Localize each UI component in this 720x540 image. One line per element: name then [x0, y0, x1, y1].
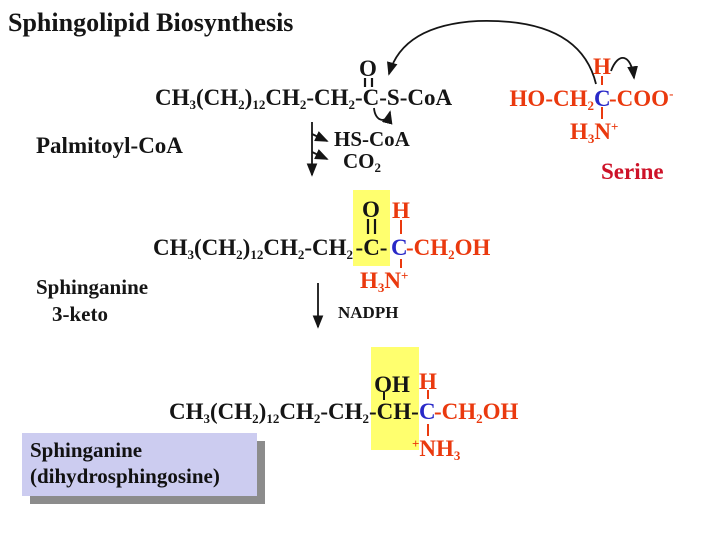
- formula-part: -: [669, 86, 674, 101]
- formula-part: -CH: [406, 235, 449, 260]
- formula-part: -COO: [609, 86, 670, 111]
- formula-part: -CH-: [369, 399, 419, 424]
- label-palmitoyl-coa: Palmitoyl-CoA: [36, 133, 183, 158]
- formula-part: +: [412, 436, 420, 451]
- label-nadph: NADPH: [338, 303, 399, 322]
- formula-part: -CH: [434, 399, 477, 424]
- arrow-serine-to-palmitoyl: [387, 20, 597, 85]
- formula-part: 2: [362, 411, 370, 426]
- label-sphinganine-3keto-line2: 3-keto: [52, 302, 108, 326]
- group-oh-bottom: OH: [374, 372, 410, 397]
- formula-part: 2: [299, 97, 307, 112]
- atom-h-mid: H: [392, 198, 410, 223]
- formula-part: 2: [587, 98, 595, 113]
- formula-dihydro-chain: CH3(CH2)12CH2-CH2: [168, 399, 370, 426]
- formula-part: 2: [374, 160, 382, 175]
- atom-h-bottom: H: [419, 369, 437, 394]
- formula-part: 2: [313, 411, 321, 426]
- formula-part: 2: [297, 247, 305, 262]
- formula-part: OH: [482, 399, 519, 424]
- formula-part: 2: [236, 247, 243, 262]
- formula-dihydro-ch: -CH-: [369, 399, 419, 424]
- formula-part: (CH: [195, 85, 239, 110]
- formula-part: CH: [154, 85, 190, 110]
- formula-part: 2: [238, 97, 245, 112]
- formula-keto-chain: CH3(CH2)12CH2-CH2: [152, 235, 354, 262]
- branch-arrow-co2: [311, 149, 329, 160]
- formula-dihydro-alpha-carbon: C: [419, 399, 436, 424]
- formula-part: 2: [346, 247, 354, 262]
- formula-part: 12: [266, 411, 280, 426]
- formula-part: 2: [348, 97, 356, 112]
- group-nh3-bottom: +NH3: [412, 436, 461, 463]
- formula-keto-tail: -CH2OH: [406, 235, 491, 262]
- formula-palmitoyl-thioester: -C-S-CoA: [355, 85, 453, 110]
- label-hs-coa: HS-CoA: [334, 127, 410, 151]
- page-title: Sphingolipid Biosynthesis: [8, 8, 294, 37]
- formula-part: -CH: [320, 399, 363, 424]
- label-co2: CO2: [343, 150, 381, 175]
- formula-part: C: [594, 86, 611, 111]
- formula-part: C: [391, 235, 408, 260]
- formula-serine-alpha-carbon: C: [594, 86, 611, 111]
- formula-part: 12: [252, 97, 266, 112]
- formula-part: 2: [476, 411, 483, 426]
- formula-part: H: [360, 268, 378, 293]
- formula-part: HO-CH: [509, 86, 588, 111]
- formula-part: -C-: [355, 235, 388, 260]
- atom-h-serine: H: [593, 54, 611, 79]
- branch-arrow-hscoa: [311, 131, 329, 142]
- formula-part: CO: [343, 149, 375, 173]
- group-h3n-serine: H3N+: [570, 119, 619, 146]
- formula-part: +: [401, 268, 409, 283]
- label-serine: Serine: [601, 159, 664, 184]
- formula-keto-alpha-carbon: C: [391, 235, 408, 260]
- formula-part: ): [258, 399, 267, 424]
- formula-part: -CH: [304, 235, 347, 260]
- formula-part: -CH: [306, 85, 349, 110]
- formula-part: NH: [419, 436, 454, 461]
- atom-o-top: O: [359, 56, 377, 81]
- formula-dihydro-tail: -CH2OH: [434, 399, 519, 426]
- formula-part: 3: [203, 411, 210, 426]
- formula-part: CH: [279, 399, 314, 424]
- formula-part: OH: [454, 235, 491, 260]
- formula-part: (CH: [209, 399, 253, 424]
- product-box: Sphinganine (dihydrosphingosine): [22, 433, 257, 496]
- formula-part: 2: [448, 247, 455, 262]
- formula-serine-carboxyl: -COO-: [609, 86, 674, 111]
- formula-part: 2: [252, 411, 259, 426]
- formula-part: 3: [377, 280, 385, 295]
- formula-part: 12: [250, 247, 264, 262]
- formula-part: 3: [189, 97, 196, 112]
- formula-part: CH: [263, 235, 298, 260]
- formula-part: 3: [453, 448, 461, 463]
- formula-part: 3: [187, 247, 194, 262]
- label-sphinganine-3keto-line1: Sphinganine: [36, 275, 149, 299]
- product-name-line2: (dihydrosphingosine): [30, 464, 220, 488]
- formula-part: (CH: [193, 235, 237, 260]
- product-name-line1: Sphinganine: [30, 438, 143, 462]
- formula-part: N: [594, 119, 612, 144]
- highlight-keto-group: [353, 190, 390, 266]
- formula-serine-left: HO-CH2: [509, 86, 595, 113]
- formula-part: ): [244, 85, 253, 110]
- formula-part: N: [384, 268, 402, 293]
- formula-part: C: [419, 399, 436, 424]
- formula-part: CH: [152, 235, 188, 260]
- atom-o-mid: O: [362, 197, 380, 222]
- formula-palmitoyl-chain: CH3(CH2)12CH2-CH2: [154, 85, 356, 112]
- highlight-hydroxyl-group: [371, 347, 419, 450]
- formula-part: +: [611, 119, 619, 134]
- formula-part: 3: [587, 131, 595, 146]
- formula-part: CH: [168, 399, 204, 424]
- arrow-h-shift-serine: [610, 57, 638, 80]
- formula-part: -C-S-CoA: [355, 85, 453, 110]
- formula-keto-carbonyl: -C-: [353, 235, 390, 260]
- group-h3n-mid: H3N+: [360, 268, 409, 295]
- formula-part: H: [570, 119, 588, 144]
- formula-part: CH: [265, 85, 300, 110]
- formula-part: ): [242, 235, 251, 260]
